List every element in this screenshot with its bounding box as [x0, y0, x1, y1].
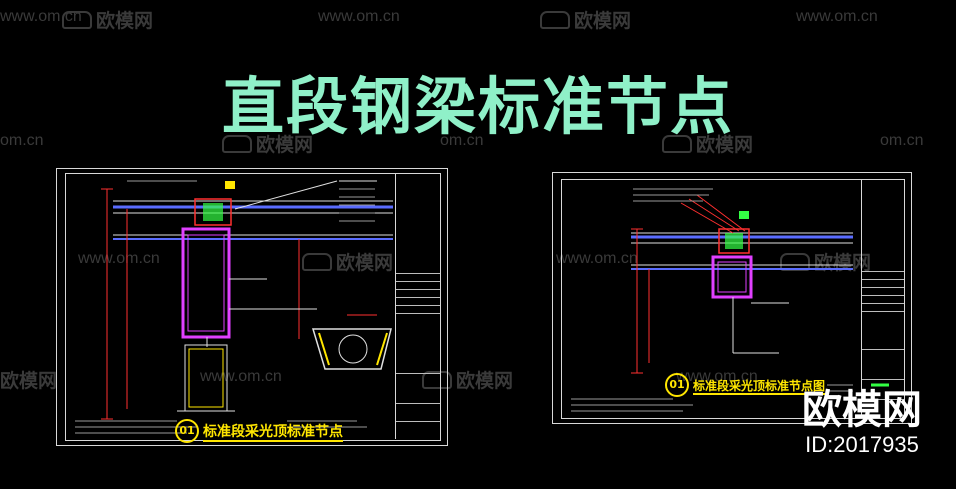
watermark-logo: 欧模网: [540, 6, 631, 33]
watermark: om.cn: [440, 132, 484, 149]
watermark-logo: 欧模网: [302, 248, 393, 275]
watermark: www.om.cn: [796, 8, 878, 25]
watermark: www.om.cn: [676, 368, 758, 385]
watermark: www.om.cn: [200, 368, 282, 385]
sofa-logo-icon: [302, 253, 332, 271]
watermark: www.om.cn: [556, 250, 638, 267]
sheet-border: [561, 179, 905, 419]
watermark: om.cn: [0, 132, 44, 149]
watermark-logo: 欧模网: [0, 371, 58, 392]
brand-watermark: 欧模网 ID:2017935: [802, 388, 922, 458]
cad-detail-drawing-right: [571, 188, 889, 412]
title-block: [861, 179, 904, 417]
title-block: [395, 173, 440, 439]
cad-detail-drawing-left: [75, 180, 393, 434]
watermark-logo: 欧模网: [662, 130, 753, 157]
sofa-logo-icon: [62, 11, 92, 29]
sheet-border: [65, 173, 441, 441]
sofa-logo-icon: [540, 11, 570, 29]
watermark-logo: 欧模网: [62, 6, 153, 33]
sofa-logo-icon: [222, 135, 252, 153]
watermark-logo: 欧模网: [222, 130, 313, 157]
watermark: www.om.cn: [318, 8, 400, 25]
watermark-logo: 欧模网: [422, 366, 513, 393]
brand-name: 欧模网: [802, 387, 922, 433]
watermark: om.cn: [880, 132, 924, 149]
brand-id: ID:2017935: [805, 432, 919, 457]
watermark: www.om.cn: [78, 250, 160, 267]
page-title: 直段钢梁标准节点: [221, 70, 734, 143]
sofa-logo-icon: [422, 371, 452, 389]
sofa-logo-icon: [662, 135, 692, 153]
watermark: www.om.cn: [0, 8, 82, 25]
